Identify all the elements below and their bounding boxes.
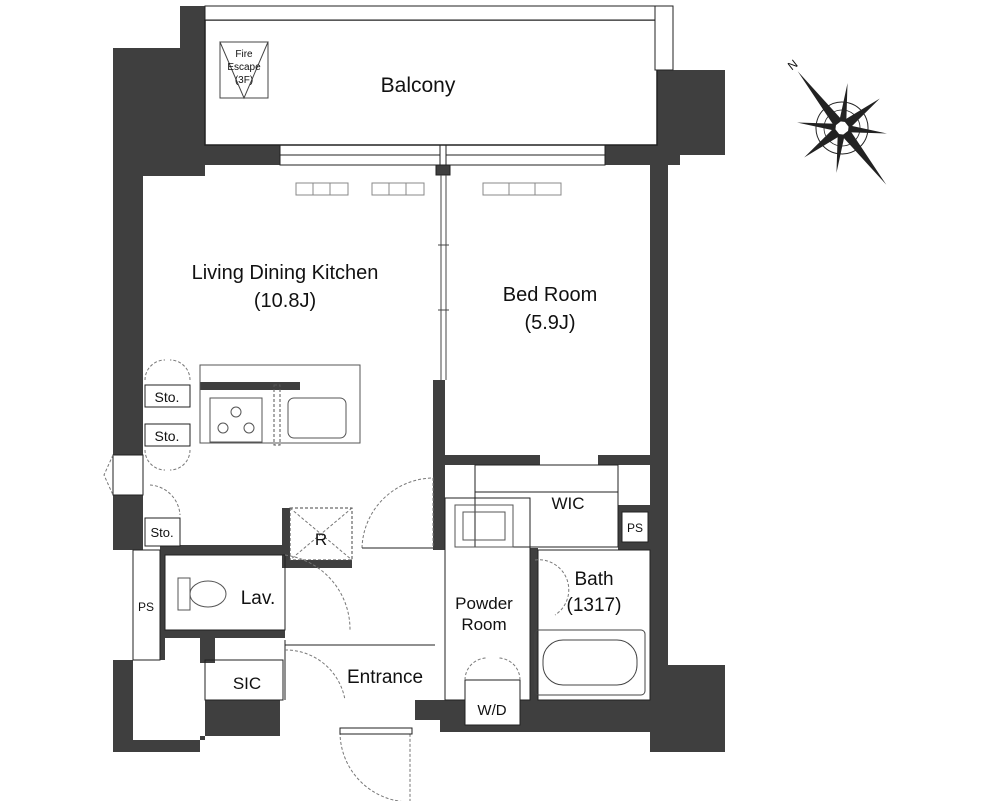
bath-size: (1317) — [567, 595, 622, 616]
left-window-swing — [103, 454, 114, 496]
living-dining-kitchen: Living Dining Kitchen (10.8J) Sto. Sto. … — [103, 175, 449, 561]
lavatory: Lav. — [164, 554, 351, 631]
balcony: Fire Escape (3F) Balcony — [204, 5, 674, 146]
wall-right — [650, 165, 668, 665]
lav-outline — [164, 554, 286, 631]
wall-right-bottom — [650, 665, 725, 752]
entrance-door — [339, 727, 413, 735]
compass-rose-icon: N — [785, 57, 887, 185]
ldk-name: Living Dining Kitchen — [192, 262, 379, 284]
wall-top-right — [605, 145, 650, 165]
wall-wic-top — [445, 455, 540, 465]
sink — [287, 397, 347, 439]
entrance-label: Entrance — [347, 667, 423, 688]
wall-lav-top — [160, 545, 285, 555]
ps-right-box — [621, 511, 649, 543]
wic-outline — [474, 464, 619, 548]
sto-3-box — [144, 517, 181, 547]
wall-fridge-b — [282, 560, 352, 568]
fire-escape-label-1: Fire — [235, 49, 253, 60]
bedroom-size: (5.9J) — [524, 312, 575, 334]
entrance-door-swing — [339, 731, 411, 801]
powder-room: Powder Room W/D — [444, 497, 531, 726]
bathroom: Bath (1317) — [534, 549, 651, 701]
lav-label: Lav. — [241, 588, 276, 609]
sliding-partition — [438, 175, 449, 380]
wd-label: W/D — [477, 702, 506, 719]
curtain-rails — [295, 182, 562, 196]
left-window — [112, 454, 144, 496]
bedroom: Bed Room (5.9J) — [503, 284, 598, 334]
wall-ldk-bed — [433, 380, 445, 550]
sto-1-box — [144, 384, 191, 408]
ps-left-box — [132, 549, 161, 661]
sic-door-swing — [284, 649, 346, 701]
balcony-rail-right — [654, 5, 674, 71]
powder-label-1: Powder — [455, 594, 513, 613]
stovetop — [209, 397, 263, 443]
wall-bath-left — [530, 548, 538, 703]
walk-in-closet: WIC PS — [474, 464, 649, 548]
bath-outline — [537, 549, 651, 701]
entrance-area: SIC Entrance — [204, 640, 435, 801]
bath-name: Bath — [574, 569, 613, 590]
sic-label: SIC — [233, 674, 261, 693]
ps-right-label: PS — [627, 521, 643, 535]
washbasin-inner — [462, 511, 506, 541]
toilet-tank — [177, 577, 191, 611]
wd-door-swing — [464, 657, 521, 681]
wall-fridge — [282, 508, 290, 568]
bathtub-inner — [542, 639, 638, 686]
powder-label-2: Room — [461, 615, 506, 634]
sto-1-label: Sto. — [155, 389, 180, 405]
refrigerator-label: R — [315, 530, 327, 549]
sto-2-box — [144, 423, 191, 447]
compass-north-label: N — [785, 57, 800, 73]
toilet-bowl — [189, 580, 227, 608]
fire-escape-label-2: Escape — [227, 62, 261, 73]
sto-2-label: Sto. — [155, 428, 180, 444]
sic-outline — [204, 659, 284, 701]
walls — [113, 6, 725, 752]
bathtub — [534, 629, 646, 696]
wall-left — [113, 6, 205, 360]
wic-label: WIC — [551, 494, 584, 513]
balcony-rail — [204, 5, 658, 21]
wall-left-bottom — [113, 660, 133, 750]
wall-wic-top2 — [598, 455, 650, 465]
balcony-outline — [204, 19, 658, 146]
fire-escape-box — [219, 41, 269, 99]
wall-kitchen-top — [200, 382, 300, 390]
ldk-size: (10.8J) — [254, 290, 316, 312]
balcony-windows — [279, 144, 606, 176]
ps-left: PS — [132, 549, 161, 661]
ldk-door-swing — [361, 477, 434, 549]
ps-left-label: PS — [138, 600, 154, 614]
wall-right-top — [650, 70, 725, 165]
wall-bottom-mid — [415, 700, 440, 720]
washbasin — [454, 504, 514, 548]
wd-box — [464, 679, 521, 726]
wall-sic-top — [200, 635, 215, 663]
counter-divider — [273, 384, 281, 446]
balcony-label: Balcony — [381, 74, 456, 97]
burner-icons — [217, 406, 255, 434]
wall-top-mid — [205, 145, 280, 165]
sto-3-label: Sto. — [150, 525, 173, 540]
bath-door-swing — [534, 559, 570, 616]
storage-door-swings — [144, 359, 191, 516]
fire-escape-label-3: (3F) — [235, 75, 253, 86]
wall-left-base — [113, 700, 280, 752]
bedroom-name: Bed Room — [503, 284, 598, 306]
kitchen-counter — [199, 364, 361, 444]
wall-lav-bottom — [160, 630, 285, 638]
